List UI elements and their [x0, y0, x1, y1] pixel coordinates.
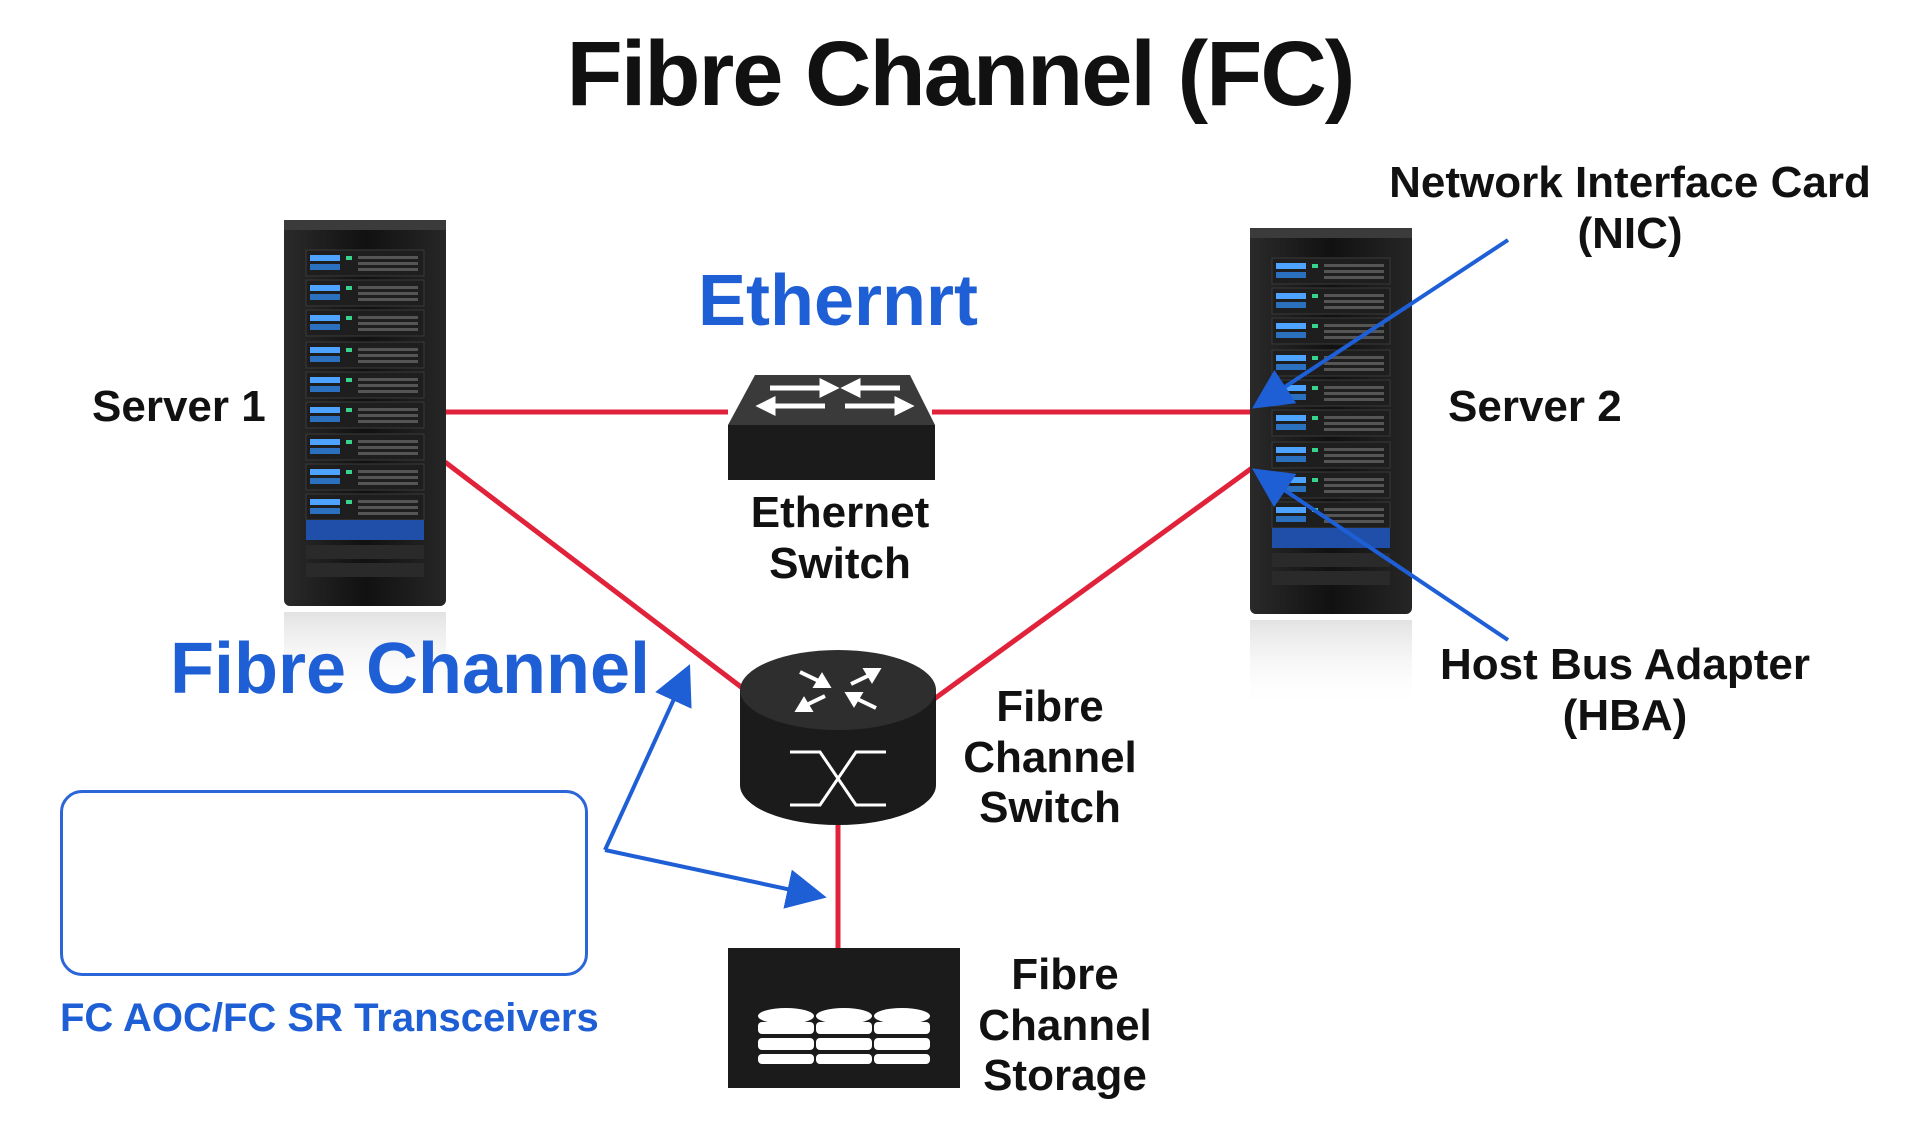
transceiver-image-box: [60, 790, 588, 976]
fc-switch-label-line: Channel: [963, 732, 1137, 782]
server1-rack-icon: [284, 220, 446, 702]
nic-callout-label: Network Interface Card (NIC): [1375, 158, 1885, 259]
fibre-channel-heading: Fibre Channel: [170, 629, 651, 709]
hba-callout-label: Host Bus Adapter (HBA): [1425, 640, 1825, 741]
fc-storage-label: Fibre Channel Storage: [965, 950, 1165, 1102]
callout-arrows: [603, 238, 1510, 909]
link-server1-fcswitch: [443, 460, 747, 692]
transceiver-arrow-up: [603, 664, 692, 851]
hba-callout-line: Host Bus Adapter: [1440, 640, 1810, 689]
page-title: Fibre Channel (FC): [566, 23, 1356, 125]
network-links: [443, 409, 1254, 948]
ethernet-heading: Ethernrt: [698, 261, 979, 341]
hba-callout-line: (HBA): [1562, 690, 1688, 740]
ethernet-switch-label-line: Switch: [769, 538, 911, 588]
transceiver-caption: FC AOC/FC SR Transceivers: [60, 996, 599, 1040]
nic-callout-line: Network Interface Card: [1389, 158, 1871, 207]
ethernet-switch-icon: [728, 375, 935, 480]
fc-storage-label-line: Channel: [978, 1000, 1152, 1050]
fc-storage-icon: [728, 948, 960, 1088]
nic-arrow: [1251, 238, 1510, 409]
ethernet-switch-label: Ethernet Switch: [720, 488, 960, 589]
fc-switch-icon: [740, 650, 936, 825]
link-fcswitch-server2: [928, 465, 1254, 705]
fc-storage-label-line: Fibre: [1011, 950, 1119, 999]
fc-switch-label-line: Switch: [979, 783, 1121, 833]
fc-switch-label-line: Fibre: [996, 682, 1104, 731]
server1-label: Server 1: [92, 382, 266, 431]
fc-storage-label-line: Storage: [983, 1051, 1147, 1101]
server2-label: Server 2: [1448, 382, 1622, 431]
hba-arrow: [1252, 468, 1510, 642]
nic-callout-line: (NIC): [1577, 208, 1683, 258]
ethernet-switch-label-line: Ethernet: [750, 488, 930, 537]
server2-rack-icon: [1250, 228, 1412, 710]
fc-switch-label: Fibre Channel Switch: [950, 682, 1150, 834]
transceiver-arrow-right: [604, 848, 827, 909]
